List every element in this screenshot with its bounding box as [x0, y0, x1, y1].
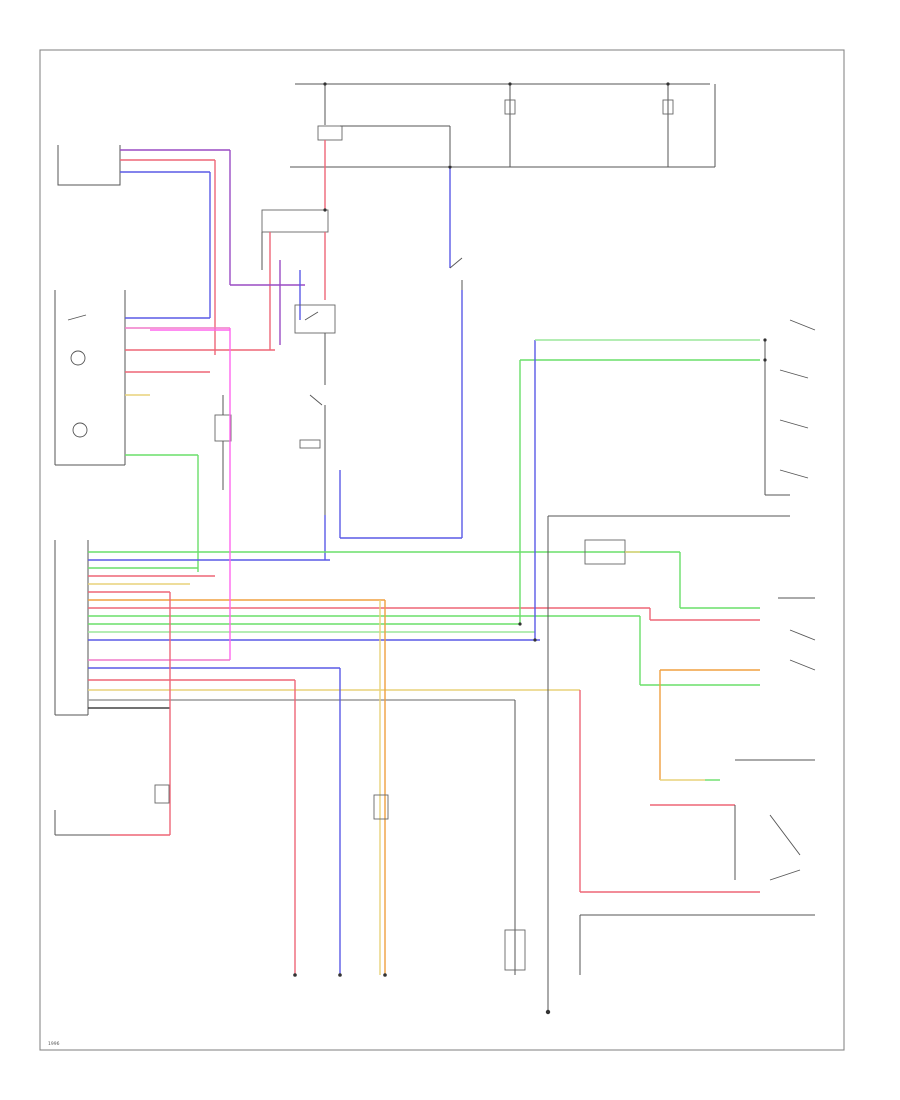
fuse-symbols — [504, 99, 674, 115]
cruise-main-switch — [339, 167, 463, 539]
cruise-control-switch — [548, 319, 816, 517]
vehicle-speed-sensor — [57, 145, 231, 355]
combination-meter — [54, 290, 275, 572]
connector-points — [293, 82, 767, 1015]
stop-lamp-switch — [214, 395, 232, 490]
cruise-actuator — [584, 539, 640, 565]
corner-year: 1996 — [48, 1041, 60, 1047]
center-relay-cluster — [230, 140, 336, 560]
lower-left-relay — [54, 592, 171, 836]
bottom-grounds — [294, 516, 581, 1010]
magenta-harness — [150, 328, 231, 660]
top-power-bus — [290, 83, 716, 168]
cruise-control-ecu — [54, 540, 680, 716]
diagram-frame — [39, 49, 845, 1051]
right-risers — [519, 339, 760, 686]
neutral-start-switch — [659, 597, 816, 781]
overdrive-switch — [579, 690, 815, 916]
